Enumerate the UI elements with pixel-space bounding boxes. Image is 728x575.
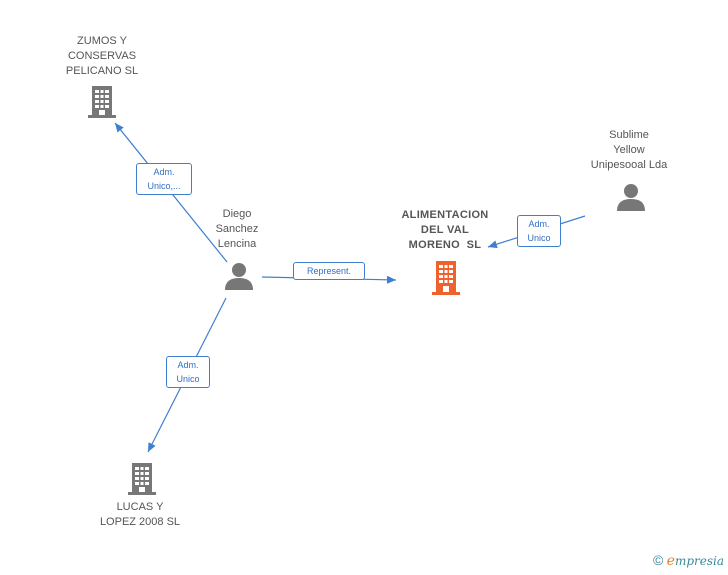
label-line: Sanchez [215, 223, 259, 235]
label-line: ZUMOS Y [77, 35, 127, 47]
edge-label-line: Adm. [153, 167, 175, 177]
edge-label-line: Adm. [528, 219, 550, 229]
label-line: Unipesooal Lda [590, 159, 668, 171]
building-icon-highlighted[interactable] [430, 259, 462, 300]
person-label-sublime[interactable]: Sublime Yellow Unipesooal Lda [574, 128, 684, 173]
edge-label-diego-lucas[interactable]: Adm. Unico [166, 356, 210, 388]
label-line: CONSERVAS [67, 50, 137, 62]
edge-label-line: Unico,... [147, 181, 181, 191]
label-line: PELICANO SL [65, 65, 139, 77]
brand-initial: e [666, 553, 675, 569]
label-line: DEL VAL [420, 224, 470, 236]
label-line: ALIMENTACION [401, 209, 489, 221]
company-label-alimentacion[interactable]: ALIMENTACION DEL VAL MORENO SL [389, 208, 501, 253]
label-line: LOPEZ 2008 SL [99, 516, 181, 528]
label-line: MORENO SL [408, 239, 482, 251]
label-line: Sublime [609, 129, 649, 141]
person-icon[interactable] [224, 261, 254, 296]
building-icon[interactable] [126, 461, 158, 500]
edge-label-sublime-alimentacion[interactable]: Adm. Unico [517, 215, 561, 247]
person-label-diego[interactable]: Diego Sanchez Lencina [192, 207, 282, 252]
company-label-lucas[interactable]: LUCAS Y LOPEZ 2008 SL [90, 500, 190, 530]
company-label-zumos[interactable]: ZUMOS Y CONSERVAS PELICANO SL [52, 34, 152, 79]
label-line: LUCAS Y [116, 501, 164, 513]
brand-name: mpresia [674, 554, 724, 568]
edge-label-line: Adm. [177, 360, 199, 370]
edge-label-diego-alimentacion[interactable]: Represent. [293, 262, 365, 280]
footer-brand: © empresia [653, 552, 724, 569]
edge-label-line: Unico [176, 374, 200, 384]
building-icon[interactable] [86, 84, 118, 123]
edge-label-line: Represent. [306, 266, 352, 276]
label-line: Diego [222, 208, 252, 220]
label-line: Lencina [217, 238, 257, 250]
edge-label-line: Unico [527, 233, 551, 243]
person-icon[interactable] [616, 182, 646, 217]
label-line: Yellow [613, 144, 645, 156]
copyright-icon: © [652, 552, 664, 568]
edge-label-diego-zumos[interactable]: Adm. Unico,... [136, 163, 192, 195]
